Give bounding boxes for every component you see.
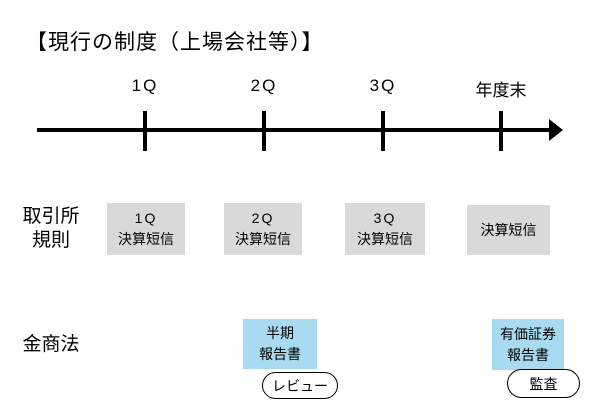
box-line: 2Q	[251, 210, 275, 226]
fiea-box-securities-report: 有価証券 報告書	[492, 319, 564, 370]
box-line: 決算短信	[235, 231, 291, 247]
timeline-label-2q: 2Q	[250, 76, 278, 95]
review-badge: レビュー	[262, 372, 338, 399]
exchange-box-2q-tanshin: 2Q 決算短信	[224, 203, 302, 255]
timeline-label-year-end: 年度末	[475, 81, 527, 100]
timeline-tick-year-end	[499, 111, 503, 151]
audit-badge-label: 監査	[529, 375, 558, 392]
timeline-arrowhead-icon	[549, 119, 563, 141]
timeline-tick-3q	[381, 111, 385, 151]
fiea-box-semiannual-report: 半期 報告書	[243, 319, 317, 369]
audit-badge: 監査	[507, 369, 580, 398]
box-line: 有価証券	[500, 325, 556, 342]
row-label-line: 取引所	[22, 206, 80, 227]
row-label-line: 規則	[31, 230, 70, 251]
review-badge-label: レビュー	[272, 377, 328, 394]
box-line: 1Q	[134, 210, 158, 226]
row-label-line: 金商法	[22, 334, 80, 355]
exchange-box-1q-tanshin: 1Q 決算短信	[107, 203, 185, 255]
timeline-tick-1q	[143, 111, 147, 151]
timeline-label-1q: 1Q	[131, 76, 159, 95]
box-line: 決算短信	[118, 231, 174, 247]
exchange-box-3q-tanshin: 3Q 決算短信	[345, 203, 425, 255]
box-line: 3Q	[373, 210, 397, 226]
timeline-tick-2q	[262, 111, 266, 151]
timeline-axis	[37, 128, 550, 132]
exchange-box-year-end-tanshin: 決算短信	[467, 205, 550, 255]
page-title: 【現行の制度（上場会社等）】	[26, 31, 324, 54]
timeline-label-3q: 3Q	[369, 76, 397, 95]
box-line: 決算短信	[480, 221, 537, 238]
row-label-fiea: 金商法	[16, 320, 86, 370]
box-line: 決算短信	[357, 231, 413, 247]
box-line: 報告書	[259, 346, 301, 362]
box-line: 報告書	[507, 346, 549, 363]
box-line: 半期	[266, 325, 294, 341]
row-label-exchange-rules: 取引所 規則	[16, 203, 86, 255]
